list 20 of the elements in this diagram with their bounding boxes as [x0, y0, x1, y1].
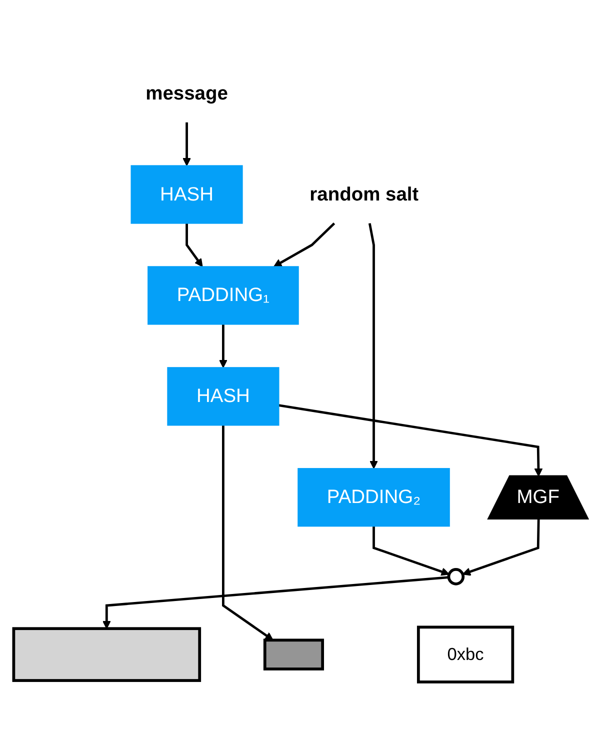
arrow [218, 324, 228, 368]
node-text: message [146, 82, 228, 104]
arrow [186, 223, 203, 267]
arrow [368, 222, 378, 469]
node-box [416, 625, 514, 684]
arrow [274, 222, 336, 267]
node-circle [447, 568, 465, 585]
node-text: random salt [310, 184, 419, 205]
arrow [462, 519, 540, 576]
node-box [130, 164, 243, 224]
node-box [148, 266, 299, 324]
arrow [278, 404, 543, 476]
arrow [102, 576, 449, 629]
arrow [222, 424, 274, 640]
arrow [182, 122, 191, 166]
arrow [372, 526, 450, 576]
node-box [167, 366, 280, 426]
node-bar [12, 626, 202, 682]
node-box [298, 468, 450, 526]
node-box [263, 638, 324, 670]
